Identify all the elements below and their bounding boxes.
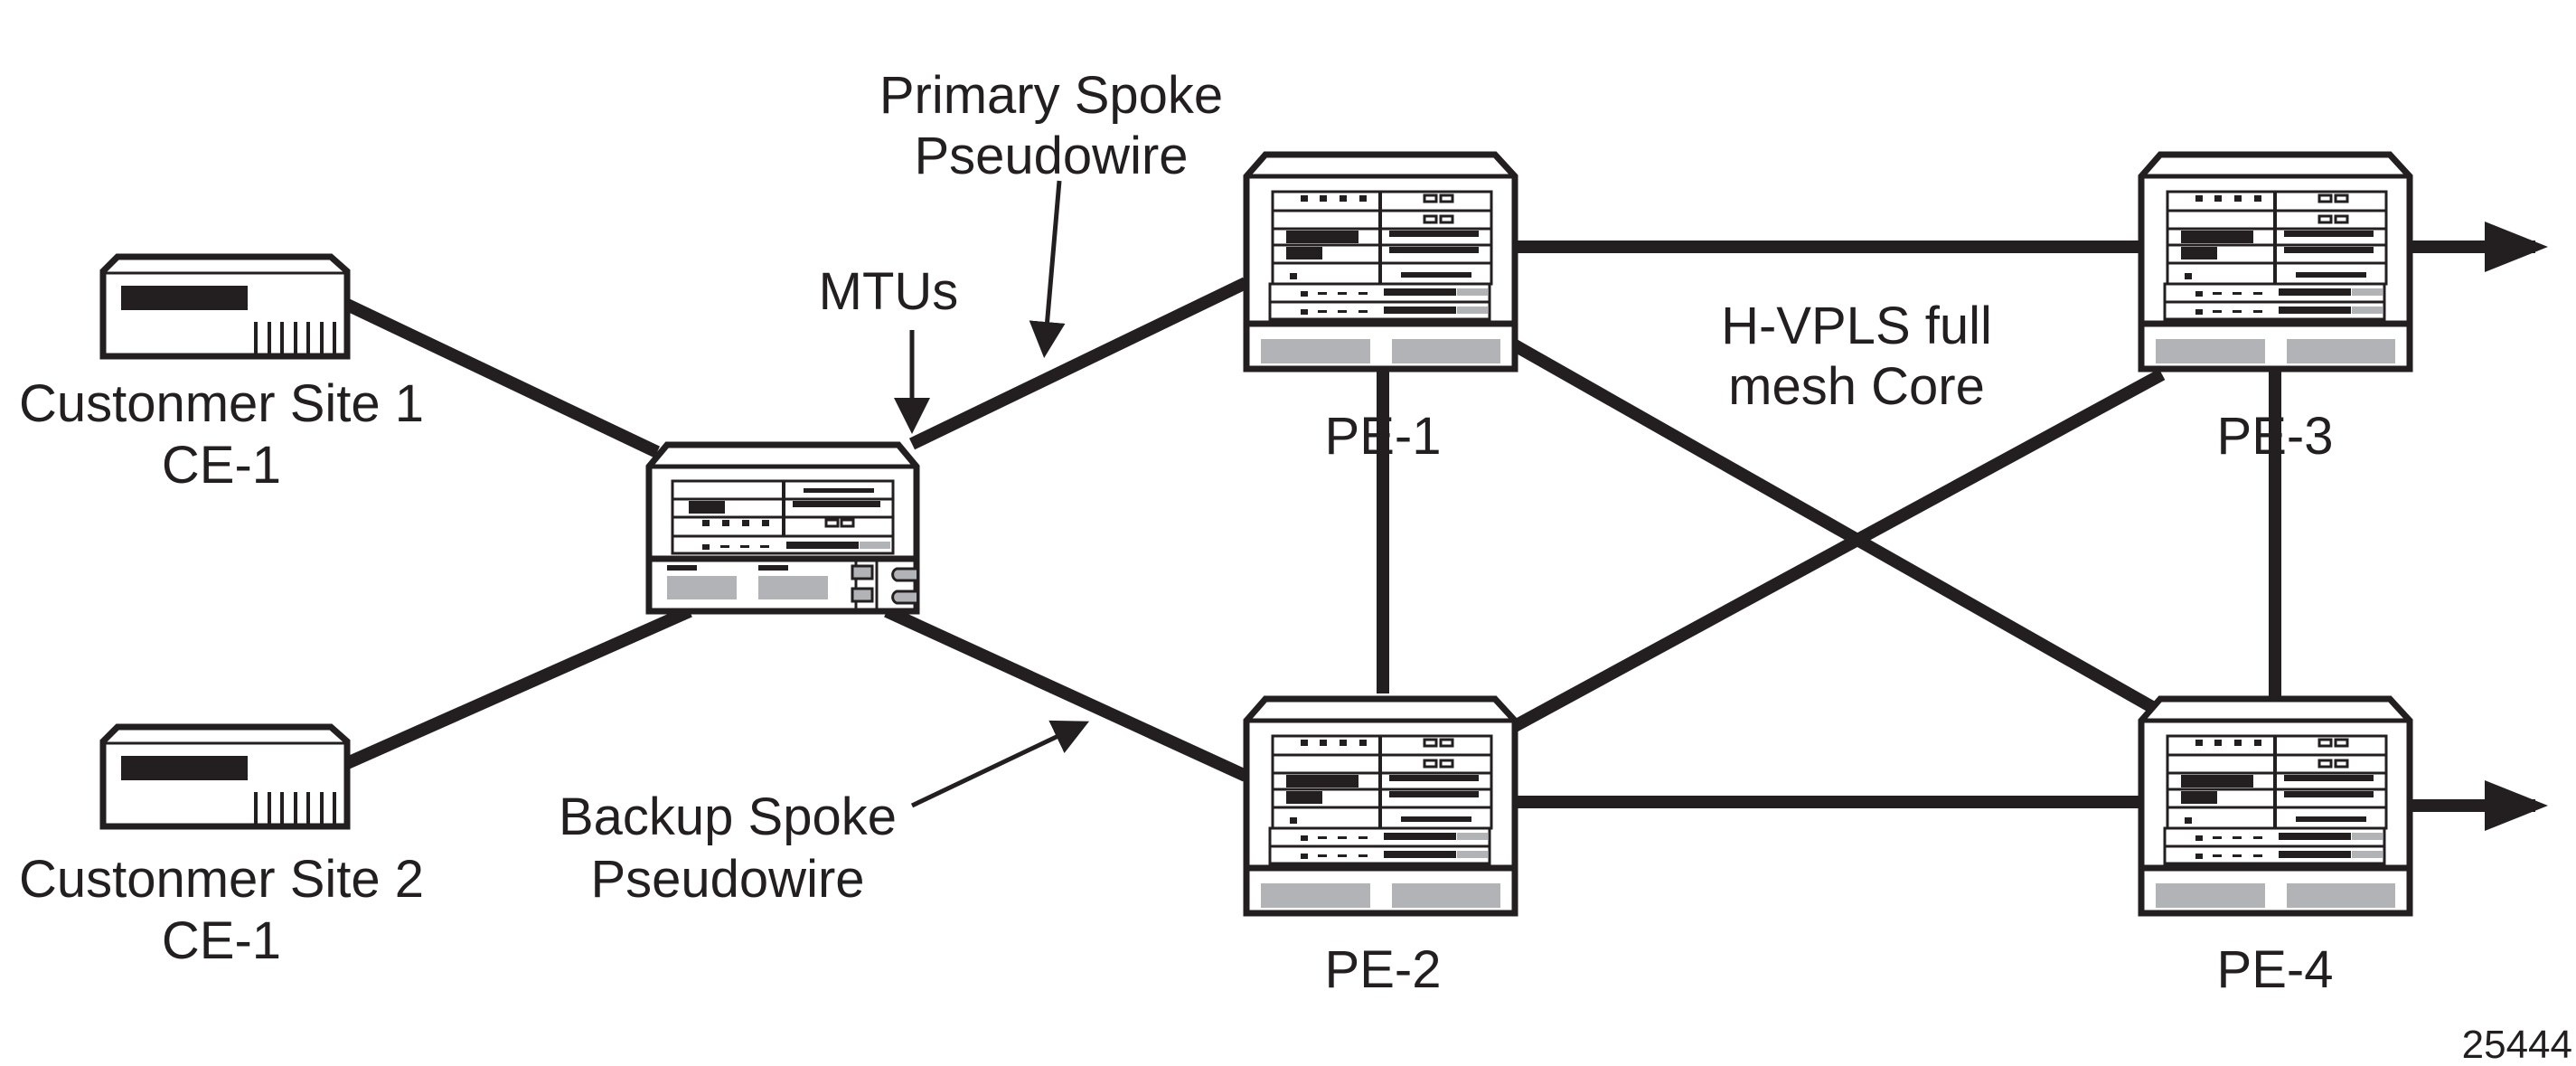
- pe3-router-icon: [2141, 155, 2410, 369]
- link-backup-spoke-mtu-pe2: [884, 605, 1248, 782]
- pe2-router-icon: [1246, 699, 1515, 913]
- figure-id: 25444: [2462, 1023, 2572, 1066]
- pe2-label: PE-2: [1325, 940, 1442, 999]
- mtus-label: MTUs: [819, 262, 959, 321]
- site1-label-line1: Custonmer Site 1: [19, 374, 424, 433]
- core-label-line2: mesh Core: [1728, 357, 1985, 416]
- pe4-router-icon: [2141, 699, 2410, 913]
- primary-spoke-label-line2: Pseudowire: [914, 127, 1188, 185]
- ce1-device-icon: [103, 257, 347, 356]
- backup-spoke-pointer-arrow: [910, 720, 1090, 808]
- site2-label-line1: Custonmer Site 2: [19, 850, 424, 909]
- pe3-label: PE-3: [2217, 407, 2334, 466]
- backup-spoke-label-line1: Backup Spoke: [559, 788, 897, 846]
- primary-spoke-pointer-arrow: [1029, 180, 1066, 358]
- links: [342, 222, 2548, 831]
- core-label-line1: H-VPLS full: [1721, 297, 1992, 355]
- site2-label-line2: CE-1: [162, 911, 281, 970]
- link-ce2-mtu: [343, 605, 692, 770]
- link-pe2-pe3: [1511, 368, 2166, 732]
- link-ce1-mtu: [342, 297, 661, 458]
- ce2-device-icon: [103, 727, 347, 826]
- pe1-router-icon: [1246, 155, 1515, 369]
- mtu-device-icon: [649, 445, 917, 611]
- pe4-label: PE-4: [2217, 940, 2334, 999]
- backup-spoke-label-line2: Pseudowire: [590, 850, 864, 909]
- primary-spoke-label-line1: Primary Spoke: [879, 66, 1223, 125]
- pe1-label: PE-1: [1325, 407, 1442, 466]
- link-pe1-pe4: [1511, 339, 2156, 713]
- site1-label-line2: CE-1: [162, 436, 281, 495]
- link-primary-spoke-mtu-pe1: [908, 277, 1249, 450]
